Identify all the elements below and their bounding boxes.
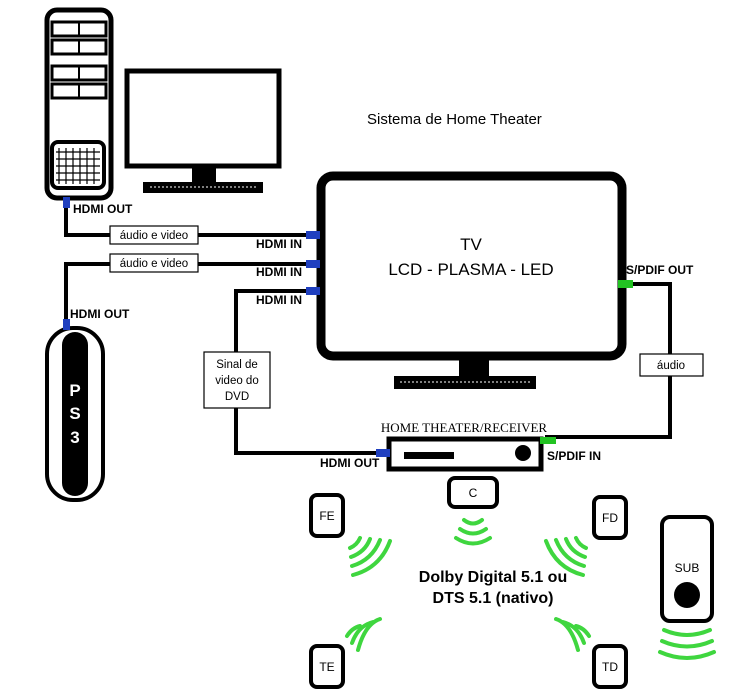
speaker-td	[592, 644, 628, 689]
speaker-td-label: TD	[602, 660, 618, 674]
ps3-letter-s: S	[69, 404, 80, 423]
speaker-te	[309, 644, 345, 689]
ps3-signal-box	[109, 253, 199, 273]
tv-hdmi-port-2	[306, 260, 320, 268]
tv-hdmi-in-label-2: HDMI IN	[256, 265, 302, 279]
tv-screen	[316, 171, 627, 389]
ps3-console	[45, 326, 105, 502]
speaker-fe-label: FE	[319, 509, 334, 523]
pc-signal-label: áudio e video	[120, 230, 188, 242]
receiver-spdif-port	[540, 437, 556, 444]
subwoofer-label: SUB	[675, 561, 700, 575]
sound-waves	[345, 518, 716, 660]
audio-format-line2: DTS 5.1 (nativo)	[433, 590, 554, 607]
speakers	[309, 476, 714, 689]
spdif-signal-box	[639, 353, 704, 377]
ps3-signal-label: áudio e video	[120, 258, 188, 270]
dvd-signal-line2: video do	[215, 375, 258, 387]
receiver-hdmi-port	[376, 449, 390, 457]
home-theater-receiver	[386, 436, 544, 472]
tv-hdmi-in-label-1: HDMI IN	[256, 237, 302, 251]
spdif-signal-label: áudio	[657, 360, 685, 372]
pc-hdmi-out-label: HDMI OUT	[73, 202, 133, 216]
pc-hdmi-port	[63, 197, 70, 208]
tv-hdmi-in-label-3: HDMI IN	[256, 293, 302, 307]
diagram-title: Sistema de Home Theater	[367, 111, 542, 128]
hdmi-ports	[63, 197, 390, 457]
tv-spdif-port	[618, 280, 633, 288]
dvd-signal-box	[203, 351, 271, 409]
receiver-hdmi-out-label: HDMI OUT	[320, 456, 380, 470]
speaker-fd	[592, 495, 628, 540]
tv-hdmi-port-3	[306, 287, 320, 295]
dvd-signal-line3: DVD	[225, 391, 249, 403]
speaker-fd-label: FD	[602, 511, 618, 525]
dvd-signal-line1: Sinal de	[216, 359, 258, 371]
pc-signal-box	[109, 225, 199, 245]
tv-spdif-out-label: S/PDIF OUT	[626, 263, 694, 277]
ps3-hdmi-out-label: HDMI OUT	[70, 307, 130, 321]
ps3-letter-p: P	[69, 381, 80, 400]
pc-tower	[44, 7, 114, 201]
ps3-letter-3: 3	[70, 428, 79, 447]
tv-label-line1: TV	[460, 235, 482, 254]
speaker-fe	[309, 493, 345, 538]
speaker-te-label: TE	[319, 660, 334, 674]
audio-format-line1: Dolby Digital 5.1 ou	[419, 569, 567, 586]
ps3-hdmi-port	[63, 319, 70, 330]
speaker-c-label: C	[469, 486, 478, 500]
receiver-spdif-in-label: S/PDIF IN	[547, 449, 601, 463]
tv-label-line2: LCD - PLASMA - LED	[388, 260, 553, 279]
speaker-c	[447, 476, 499, 509]
receiver-label: HOME THEATER/RECEIVER	[381, 420, 548, 435]
spdif-ports	[540, 280, 633, 444]
pc-monitor	[124, 68, 282, 193]
tv-hdmi-port-1	[306, 231, 320, 239]
